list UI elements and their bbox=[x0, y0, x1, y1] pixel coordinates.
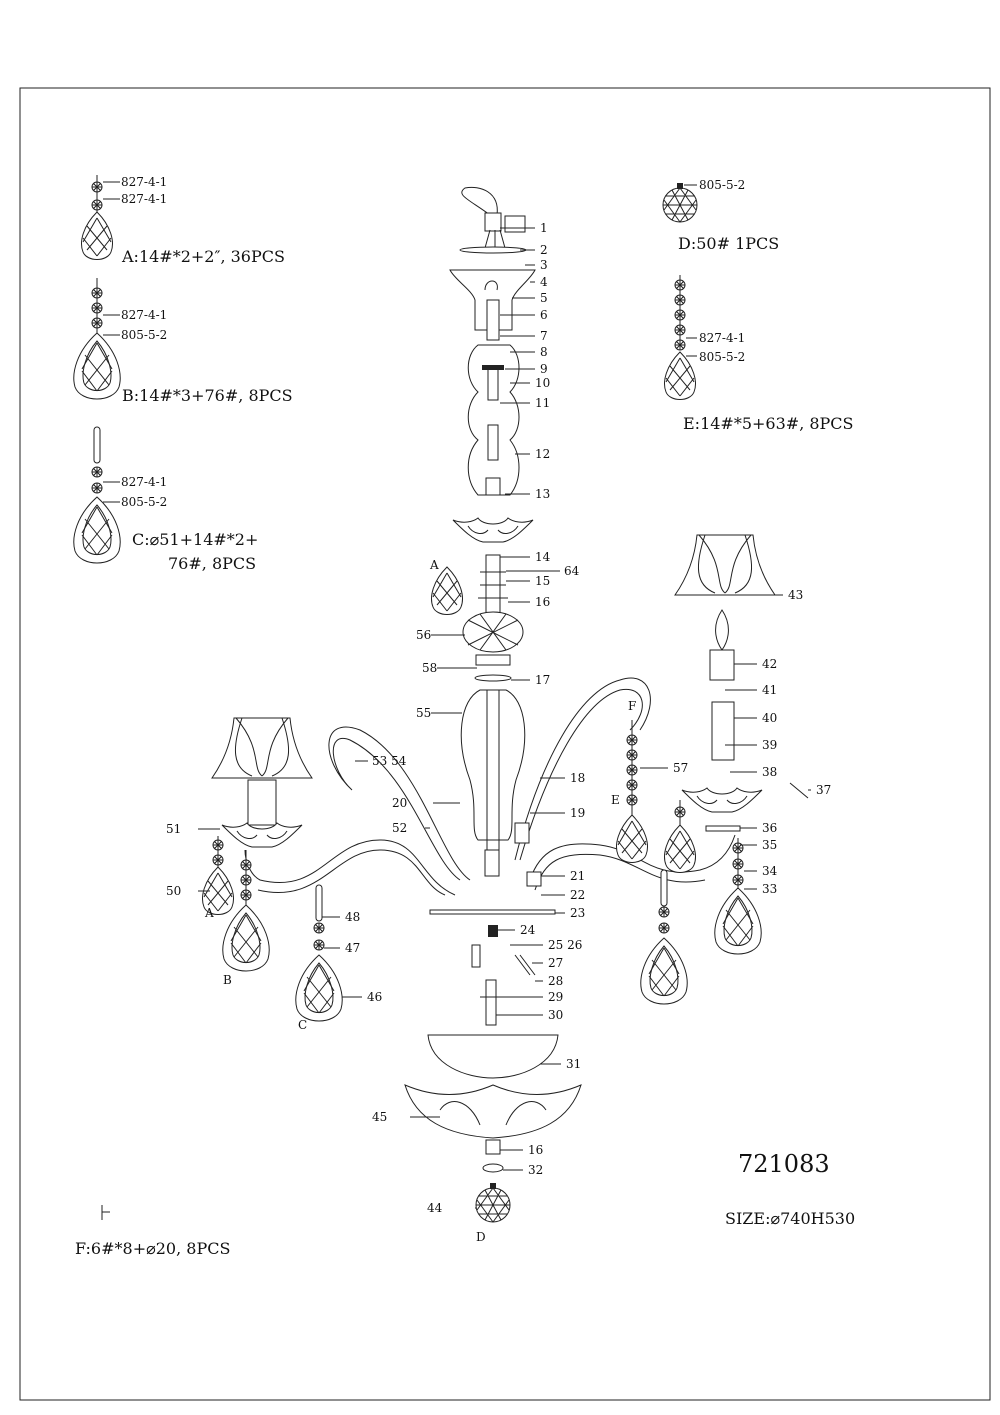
legend-f-caption: F:6#*8+⌀20, 8PCS bbox=[75, 1239, 230, 1258]
legend-e-part-1: 827-4-1 bbox=[699, 331, 745, 345]
part-callout: 50 bbox=[166, 884, 181, 898]
part-callout: 15 bbox=[535, 574, 550, 588]
crystal-type-letter: C bbox=[298, 1018, 307, 1032]
crystal-type-letter: F bbox=[628, 699, 636, 713]
legend-c-caption-line1: C:⌀51+14#*2+ bbox=[132, 530, 258, 549]
legend-crystal-d bbox=[662, 182, 698, 223]
part-callout: 23 bbox=[570, 906, 585, 920]
part-callout: 12 bbox=[535, 447, 550, 461]
crystal-type-letter: B bbox=[223, 973, 232, 987]
part-callout: 37 bbox=[816, 783, 831, 797]
legend-e-part-2: 805-5-2 bbox=[699, 350, 745, 364]
part-callout: 31 bbox=[566, 1057, 581, 1071]
part-callout: 41 bbox=[762, 683, 777, 697]
part-callout: 55 bbox=[416, 706, 431, 720]
part-callout: 8 bbox=[540, 345, 548, 359]
legend-c-part-1: 827-4-1 bbox=[121, 475, 167, 489]
legend-b-part-1: 827-4-1 bbox=[121, 308, 167, 322]
part-callout: 4 bbox=[540, 275, 548, 289]
legend-crystal-c bbox=[73, 426, 121, 564]
part-callout: 24 bbox=[520, 923, 536, 937]
part-callout: 38 bbox=[762, 765, 777, 779]
part-callout: 53 54 bbox=[372, 754, 407, 768]
part-callout: 13 bbox=[535, 487, 550, 501]
part-callout: 9 bbox=[540, 362, 548, 376]
part-callout: 21 bbox=[570, 869, 585, 883]
part-callout: 34 bbox=[762, 864, 778, 878]
part-callout: 16 bbox=[528, 1143, 543, 1157]
legend-a-caption: A:14#*2+2″, 36PCS bbox=[121, 247, 285, 266]
part-callout: 36 bbox=[762, 821, 777, 835]
left-light-arm bbox=[202, 717, 343, 1022]
part-callout: 20 bbox=[392, 796, 407, 810]
part-callout: 7 bbox=[540, 329, 548, 343]
part-callout: 30 bbox=[548, 1008, 563, 1022]
legend-a-part-2: 827-4-1 bbox=[121, 192, 167, 206]
arms bbox=[244, 677, 736, 915]
part-callout: 51 bbox=[166, 822, 181, 836]
size-spec: SIZE:⌀740H530 bbox=[725, 1209, 855, 1228]
part-callout: 11 bbox=[535, 396, 550, 410]
part-callout: 52 bbox=[392, 821, 407, 835]
part-callout: 5 bbox=[540, 291, 548, 305]
legend-a-part-1: 827-4-1 bbox=[121, 175, 167, 189]
crystal-type-letter: D bbox=[476, 1230, 486, 1244]
part-callout: 44 bbox=[427, 1201, 443, 1215]
part-callout: 29 bbox=[548, 990, 563, 1004]
part-callout: 47 bbox=[345, 941, 360, 955]
part-callout: 18 bbox=[570, 771, 585, 785]
bottom-bowl-assembly bbox=[404, 925, 582, 1223]
part-callout: 19 bbox=[570, 806, 585, 820]
legend-c-caption-line2: 76#, 8PCS bbox=[168, 554, 256, 573]
part-callout: 58 bbox=[422, 661, 437, 675]
part-callout: 6 bbox=[540, 308, 548, 322]
ceiling-canopy-and-chain bbox=[449, 186, 536, 496]
legend-d-caption: D:50# 1PCS bbox=[678, 234, 779, 253]
part-callout: 2 bbox=[540, 243, 548, 257]
part-callout: 39 bbox=[762, 738, 777, 752]
part-callout: 56 bbox=[416, 628, 431, 642]
part-callout: 3 bbox=[540, 258, 548, 272]
legend-c-part-2: 805-5-2 bbox=[121, 495, 167, 509]
part-callout: 33 bbox=[762, 882, 777, 896]
crystal-type-letter: A bbox=[204, 906, 214, 920]
part-callout: 45 bbox=[372, 1110, 387, 1124]
part-callout: 22 bbox=[570, 888, 585, 902]
legend-pin-f bbox=[101, 1205, 110, 1220]
crystal-type-letter: E bbox=[611, 793, 620, 807]
part-callout: 48 bbox=[345, 910, 360, 924]
legend-b-part-2: 805-5-2 bbox=[121, 328, 167, 342]
part-callout: 32 bbox=[528, 1163, 543, 1177]
part-callout: 25 26 bbox=[548, 938, 582, 952]
crystal-type-letter: A bbox=[429, 558, 439, 572]
legend-b-caption: B:14#*3+76#, 8PCS bbox=[122, 386, 293, 405]
part-callout: 35 bbox=[762, 838, 777, 852]
legend-crystal-e bbox=[664, 275, 697, 400]
part-callout: 1 bbox=[540, 221, 548, 235]
legend-crystal-b bbox=[73, 278, 121, 400]
model-number: 721083 bbox=[738, 1150, 830, 1178]
part-callout: 46 bbox=[367, 990, 382, 1004]
part-callout: 57 bbox=[673, 761, 688, 775]
part-callout: 64 bbox=[564, 564, 580, 578]
legend-e-caption: E:14#*5+63#, 8PCS bbox=[683, 414, 854, 433]
part-callout: 28 bbox=[548, 974, 563, 988]
part-callout: 27 bbox=[548, 956, 563, 970]
part-callout: 40 bbox=[762, 711, 777, 725]
part-callout: 10 bbox=[535, 376, 550, 390]
legend-d-part-1: 805-5-2 bbox=[699, 178, 745, 192]
center-stem bbox=[452, 517, 534, 856]
part-callout: 14 bbox=[535, 550, 551, 564]
sheet-border bbox=[19, 87, 991, 1401]
part-callout: 42 bbox=[762, 657, 777, 671]
legend-crystal-a bbox=[81, 175, 120, 260]
part-callout: 16 bbox=[535, 595, 550, 609]
part-callout: 17 bbox=[535, 673, 550, 687]
part-callout: 43 bbox=[788, 588, 803, 602]
